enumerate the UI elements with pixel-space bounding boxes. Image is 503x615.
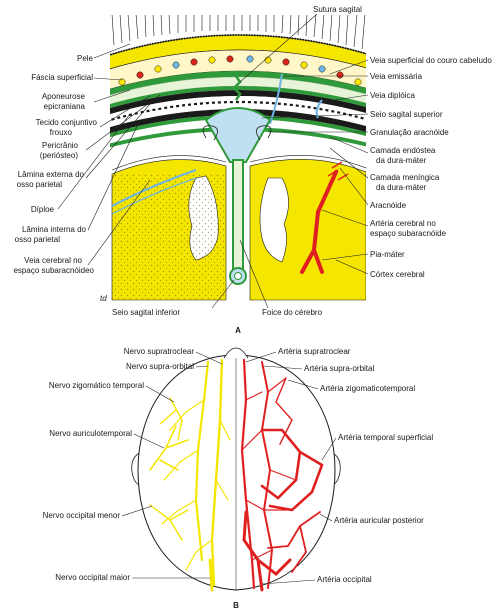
label-cortex-cerebral: Córtex cerebral	[370, 270, 425, 279]
leader-lines-a-right	[261, 59, 369, 275]
label-nervo-auriculotemporal: Nervo auriculotemporal	[49, 429, 132, 438]
labels-b-right: Artéria supratroclear Artéria supra-orbi…	[278, 347, 433, 584]
label-da-dura-mater-2: da dura-máter	[376, 183, 427, 192]
falx-cerebri	[232, 159, 244, 271]
label-aracnoide: Aracnóide	[370, 201, 407, 210]
cerebral-cortex-right	[249, 159, 366, 301]
label-da-dura-mater-1: da dura-máter	[376, 156, 427, 165]
label-lamina-interna: Lâmina interna do	[22, 225, 87, 234]
label-frouxo: frouxo	[50, 128, 73, 137]
label-seio-sagital-superior: Seio sagital superior	[370, 110, 443, 119]
label-granulacao-aracnoide: Granulação aracnóide	[370, 128, 449, 137]
diploic-vein	[315, 99, 323, 119]
label-veia-cerebral: Veia cerebral no	[24, 256, 82, 265]
label-arteria-auricular-posterior: Artéria auricular posterior	[334, 516, 424, 525]
label-arteria-occipital: Artéria occipital	[317, 575, 372, 584]
nerve-greater-occipital	[208, 558, 214, 592]
scalp-arteries	[240, 358, 324, 592]
dura-endosteal	[110, 115, 366, 138]
label-arteria-zigomaticotemporal: Artéria zigomaticotemporal	[320, 384, 415, 393]
label-osso-parietal-2: osso parietal	[15, 235, 61, 244]
label-sutura-sagital: Sutura sagital	[313, 5, 362, 14]
label-espaco-subaracnoide: espaço subaracnóide	[370, 229, 447, 238]
hair-strands	[111, 15, 366, 50]
head-outline	[137, 354, 336, 591]
label-camada-endostea: Camada endóstea	[370, 146, 436, 155]
arachnoid-granulation-left	[202, 125, 218, 141]
nerve-zygomaticotemporal	[159, 397, 183, 441]
label-pele: Pele	[77, 54, 94, 63]
label-camada-meningica: Camada meníngica	[370, 173, 440, 182]
label-nervo-supratroclear: Nervo supratroclear	[124, 347, 195, 356]
labels-a-left: Pele Fáscia superficial Aponeurose epicr…	[13, 54, 97, 275]
label-osso-parietal-1: osso parietal	[17, 180, 63, 189]
artery-zygomaticotemporal	[275, 377, 293, 445]
label-epicraniana: epicraniana	[44, 102, 86, 111]
cerebral-artery	[300, 170, 338, 274]
label-seio-sagital-inferior: Seio sagital inferior	[112, 308, 180, 317]
label-tecido-conjuntivo: Tecido conjuntivo	[36, 118, 98, 127]
labels-b-left: Nervo supratroclear Nervo supra-orbital …	[43, 347, 195, 582]
label-periosteo: (periósteo)	[40, 151, 79, 160]
artery-occipital	[242, 510, 292, 592]
label-veia-emissaria: Veia emissária	[370, 72, 423, 81]
artery-supratroclear	[240, 358, 256, 590]
label-nervo-occipital-maior: Nervo occipital maior	[55, 573, 130, 582]
nose	[223, 347, 249, 359]
cerebral-vein	[111, 168, 197, 207]
sagittal-suture	[232, 75, 242, 101]
inner-table	[110, 109, 366, 134]
caption-b: B	[233, 601, 239, 610]
head-top-view	[131, 347, 341, 591]
scalp-nerves	[149, 358, 231, 592]
leader-lines-a-left	[57, 43, 161, 266]
outer-table	[110, 90, 366, 115]
labels-a-right: Veia superficial do couro cabeludo Veia …	[370, 56, 492, 279]
leader-lines-a-center	[211, 13, 318, 309]
emissary-vein	[269, 73, 283, 125]
label-pericranio: Pericrânio	[42, 141, 79, 150]
artist-signature: td	[100, 294, 107, 303]
label-arteria-supraorbital: Artéria supra-orbital	[304, 364, 374, 373]
label-lamina-externa: Lâmina externa do	[18, 170, 85, 179]
label-aponeurose: Aponeurose	[42, 92, 86, 101]
label-nervo-supraorbital: Nervo supra-orbital	[126, 362, 194, 371]
nerve-auriculotemporal	[149, 425, 189, 471]
scalp-cross-section	[110, 15, 366, 301]
nerve-lesser-occipital	[149, 504, 189, 541]
label-veia-superficial: Veia superficial do couro cabeludo	[370, 56, 492, 65]
label-arteria-cerebral: Artéria cerebral no	[370, 219, 436, 228]
label-espaco-subaracnoideo: espaço subaracnóideo	[13, 266, 94, 275]
label-nervo-zigomatico-temporal: Nervo zigomático temporal	[49, 381, 144, 390]
label-pia-mater: Pia-máter	[370, 250, 405, 259]
label-veia-diploica: Veia diplóica	[370, 91, 415, 100]
label-arteria-supratroclear: Artéria supratroclear	[278, 347, 351, 356]
label-arteria-temporal-superficial: Artéria temporal superficial	[338, 433, 433, 442]
caption-a: A	[235, 326, 241, 335]
arachnoid-granulation-right	[256, 125, 272, 141]
fascia-vessels	[118, 55, 362, 86]
artery-superficial-temporal	[260, 428, 324, 512]
pericranium	[110, 86, 366, 109]
diploe	[110, 96, 366, 128]
label-fascia-superficial: Fáscia superficial	[31, 73, 93, 82]
superior-sagittal-sinus	[204, 107, 272, 163]
label-foice-do-cerebro: Foice do cérebro	[262, 308, 323, 317]
label-nervo-occipital-menor: Nervo occipital menor	[43, 511, 121, 520]
label-diploe: Díploe	[31, 205, 55, 214]
galea-aponeurotica	[110, 71, 366, 96]
artery-posterior-auricular	[267, 511, 321, 573]
leader-lines-b	[121, 351, 337, 585]
